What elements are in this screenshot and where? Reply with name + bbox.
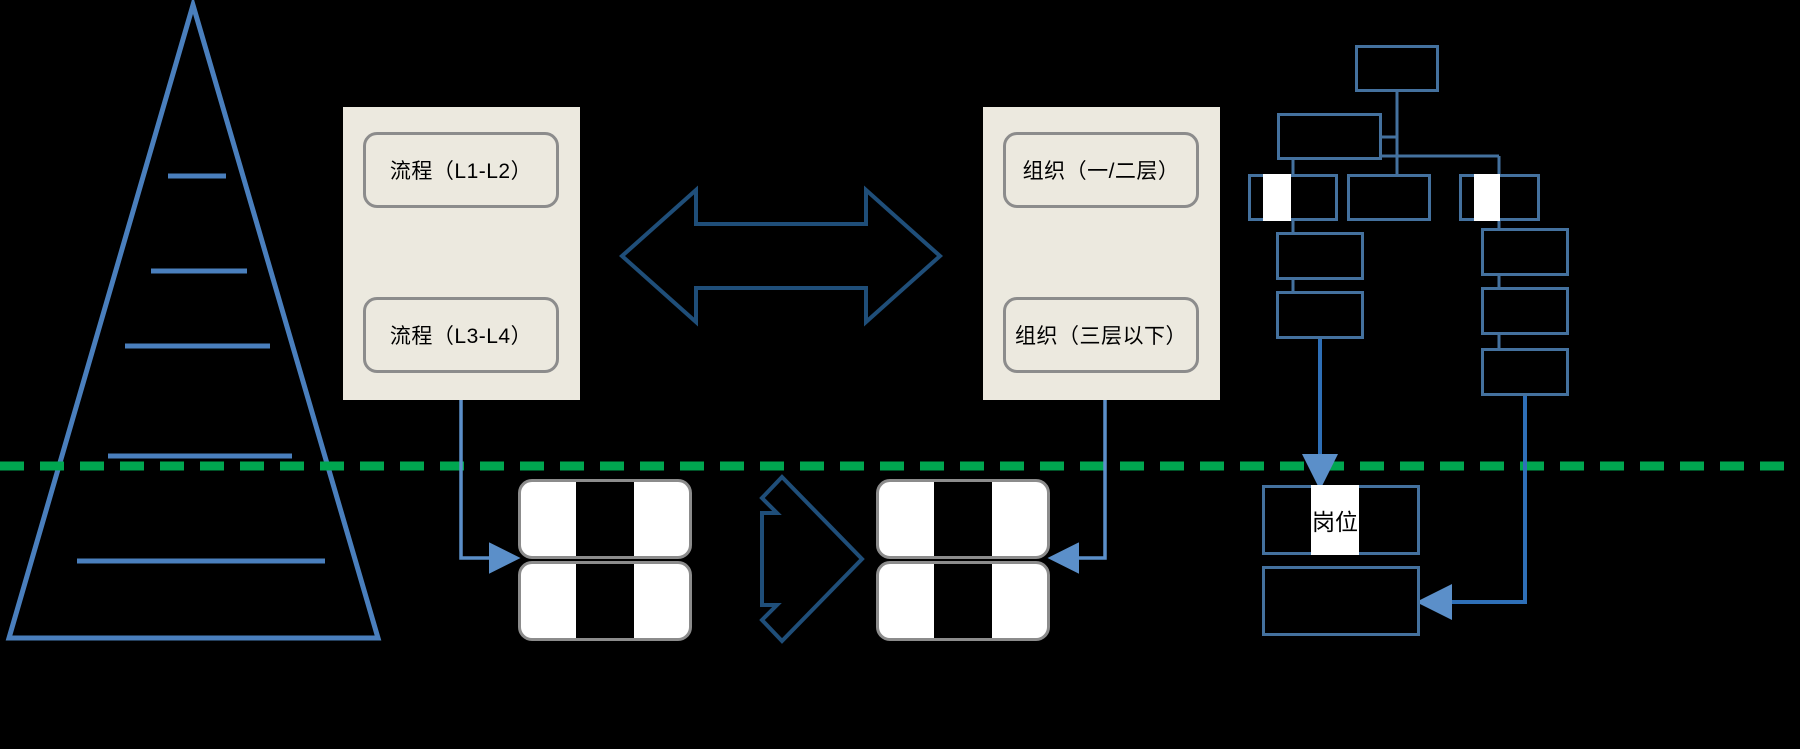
- orgchart-node-4[interactable]: [1347, 174, 1431, 221]
- orgchart-node-3[interactable]: [1248, 174, 1338, 221]
- orgchart-bottom-box[interactable]: [1262, 566, 1420, 636]
- process-box-l3-l4[interactable]: 流程（L3-L4）: [363, 297, 559, 373]
- role-box-right-top[interactable]: [876, 479, 1050, 559]
- orgchart-node-7[interactable]: [1276, 291, 1364, 339]
- highlight-strip: [1474, 174, 1500, 221]
- orgchart-node-8[interactable]: [1481, 228, 1569, 276]
- orgchart-node-9[interactable]: [1481, 287, 1569, 335]
- double-headed-arrow-horizontal: [618, 185, 944, 327]
- role-box-right-bottom[interactable]: [876, 561, 1050, 641]
- redaction-band: [576, 564, 634, 638]
- highlight-strip: [1311, 485, 1359, 555]
- org-box-level1-2-label: 组织（一/二层）: [1022, 160, 1180, 183]
- orgchart-node-2[interactable]: [1277, 113, 1382, 160]
- orgchart-node-10[interactable]: [1481, 348, 1569, 396]
- orgchart-post-box[interactable]: 岗位: [1262, 485, 1420, 555]
- role-box-left-bottom[interactable]: [518, 561, 692, 641]
- orgchart-node-5[interactable]: [1459, 174, 1540, 221]
- role-box-left-top[interactable]: [518, 479, 692, 559]
- process-box-l3-l4-label: 流程（L3-L4）: [389, 325, 533, 348]
- connector-org-to-role: [1047, 375, 1107, 574]
- connector-process-to-role: [459, 375, 521, 574]
- redaction-band: [576, 482, 634, 556]
- process-box-l1-l2-label: 流程（L1-L2）: [389, 160, 533, 183]
- redaction-band: [934, 482, 992, 556]
- double-headed-arrow-vertical-diamond: [759, 474, 865, 644]
- capability-pyramid: [5, 0, 382, 641]
- org-box-level1-2[interactable]: 组织（一/二层）: [1003, 132, 1199, 208]
- orgchart-post-label: 岗位: [1312, 509, 1358, 535]
- orgchart-node-6[interactable]: [1276, 232, 1364, 280]
- org-box-level3-below[interactable]: 组织（三层以下）: [1003, 297, 1199, 373]
- orgchart-node-root[interactable]: [1355, 45, 1439, 92]
- redaction-band: [934, 564, 992, 638]
- highlight-strip: [1263, 174, 1291, 221]
- org-box-level3-below-label: 组织（三层以下）: [1015, 325, 1187, 348]
- process-box-l1-l2[interactable]: 流程（L1-L2）: [363, 132, 559, 208]
- connector-orgchart-to-bottom: [1416, 396, 1527, 620]
